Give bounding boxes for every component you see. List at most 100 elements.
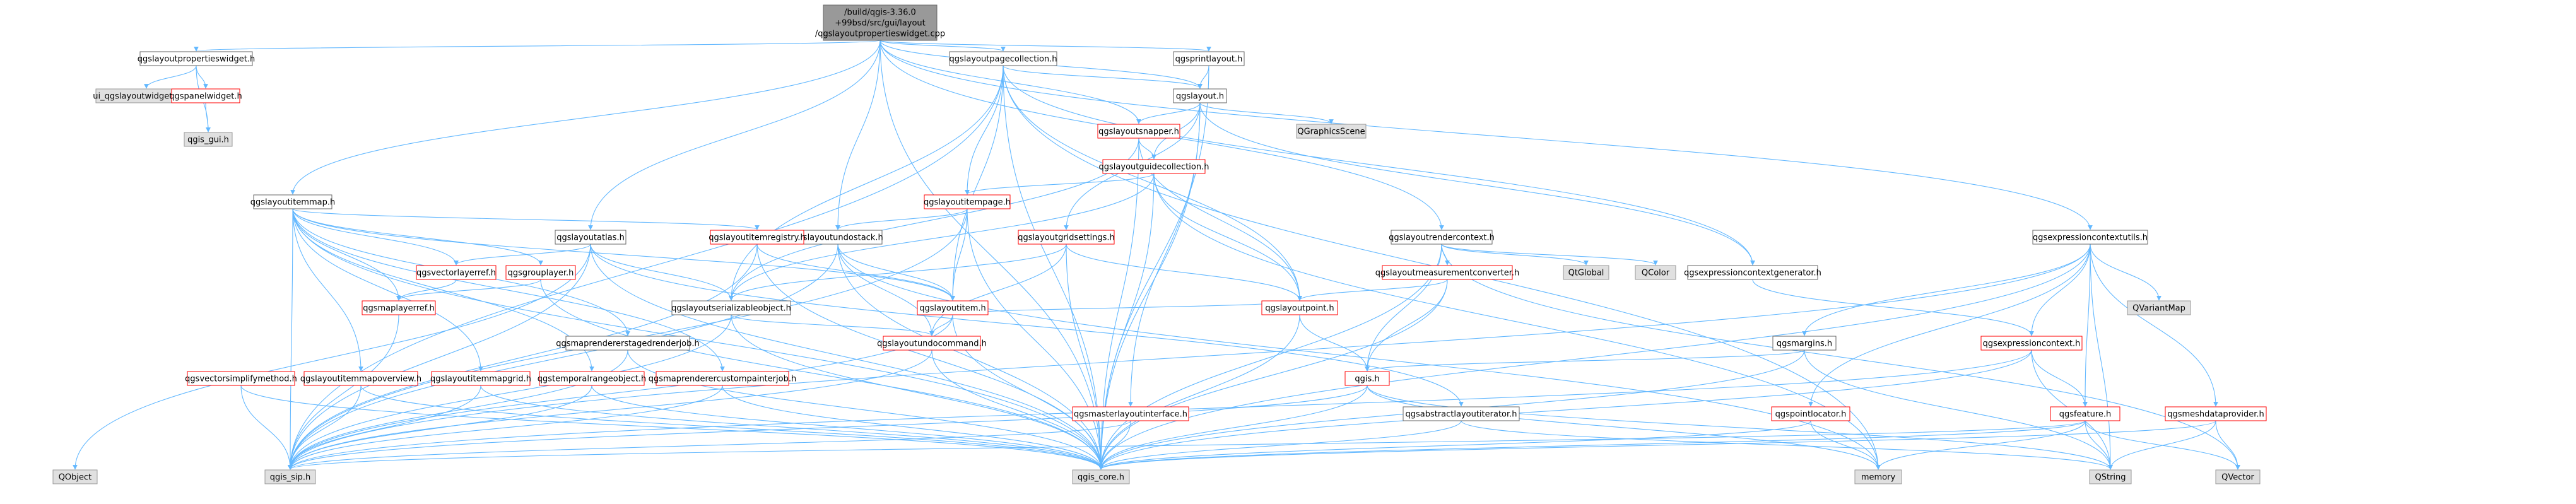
graph-node-layoutitem[interactable]: qgslayoutitem.h bbox=[917, 300, 989, 315]
edge-atlas-to-qobject bbox=[73, 243, 591, 470]
graph-node-pagecoll[interactable]: qgslayoutpagecollection.h bbox=[949, 51, 1057, 66]
node-label: qgslayoutpagecollection.h bbox=[949, 55, 1057, 64]
graph-node-mapgrid[interactable]: qgslayoutitemmapgrid.h bbox=[430, 371, 531, 386]
edge-atlas-to-vectorlayerref bbox=[454, 243, 591, 266]
node-label: qgspointlocator.h bbox=[1775, 410, 1847, 419]
graph-node-snapper[interactable]: qgslayoutsnapper.h bbox=[1097, 124, 1180, 139]
graph-node-root[interactable]: /build/qgis-3.36.0+99bsd/src/gui/layout/… bbox=[815, 4, 945, 41]
graph-node-exprctx[interactable]: qgsexpressioncontext.h bbox=[1980, 336, 2083, 351]
edge-serializable-to-undocommand bbox=[731, 314, 934, 336]
graph-node-measureconv[interactable]: qgslayoutmeasurementconverter.h bbox=[1375, 265, 1520, 280]
edge-grouplayer-to-maplayerref bbox=[396, 279, 541, 301]
graph-node-atlas[interactable]: qgslayoutatlas.h bbox=[555, 230, 626, 245]
node-box bbox=[1771, 406, 1850, 421]
edge-mapoverview-to-qgis_core bbox=[360, 385, 1103, 470]
graph-node-serializable[interactable]: qgslayoutserializableobject.h bbox=[671, 300, 791, 315]
node-label: QVariantMap bbox=[2132, 304, 2185, 314]
node-label: qgsexpressioncontextutils.h bbox=[2033, 233, 2148, 243]
edge-exprutils-to-qgis_sip bbox=[288, 243, 2091, 470]
node-label: qgsmaprenderercustompainterjob.h bbox=[649, 375, 796, 384]
graph-node-meshprovider[interactable]: qgsmeshdataprovider.h bbox=[2165, 406, 2267, 421]
edge-root-to-pagecoll bbox=[879, 40, 1006, 52]
graph-node-grouplayer[interactable]: qgsgrouplayer.h bbox=[505, 265, 576, 280]
graph-node-maplayerref[interactable]: qgsmaplayerref.h bbox=[362, 300, 436, 315]
edge-gridsettings-to-undocommand bbox=[929, 243, 1067, 336]
edge-custompainter-to-qgis_sip bbox=[288, 385, 723, 470]
node-label: qgslayoutsnapper.h bbox=[1098, 127, 1179, 137]
edge-pagecoll-to-layoutitem bbox=[950, 65, 1004, 301]
graph-node-exprutils[interactable]: qgsexpressioncontextutils.h bbox=[2032, 230, 2148, 245]
graph-node-staged[interactable]: qgsmaprendererstagedrenderjob.h bbox=[556, 336, 700, 351]
graph-node-abstractiter[interactable]: qgsabstractlayoutiterator.h bbox=[1403, 406, 1520, 421]
graph-node-gridsettings[interactable]: qgslayoutgridsettings.h bbox=[1018, 230, 1115, 245]
graph-node-vectorsimplify[interactable]: qgsvectorsimplifymethod.h bbox=[185, 371, 297, 386]
nodes-layer: /build/qgis-3.36.0+99bsd/src/gui/layout/… bbox=[52, 4, 2267, 484]
edge-undostack-to-qgis_sip bbox=[288, 243, 838, 470]
edge-atlas-to-serializable bbox=[590, 243, 734, 301]
edge-qgish-to-memory bbox=[1367, 385, 1881, 470]
edge-custompainter-to-qgis_core bbox=[722, 385, 1103, 470]
graph-node-feature[interactable]: qgsfeature.h bbox=[2050, 406, 2120, 421]
graph-node-rendercontext[interactable]: qgslayoutrendercontext.h bbox=[1389, 230, 1495, 245]
graph-node-itemmap[interactable]: qgslayoutitemmap.h bbox=[250, 194, 335, 209]
edge-root-to-qgis_core bbox=[879, 40, 1103, 470]
edge-root-to-itemmap bbox=[290, 40, 881, 195]
node-label: qgsprintlayout.h bbox=[1175, 55, 1243, 64]
node-box bbox=[1980, 336, 2083, 351]
edge-maplayerref-to-qgis_sip bbox=[288, 314, 399, 470]
graph-node-undocommand[interactable]: qgslayoutundocommand.h bbox=[877, 336, 987, 351]
graph-node-panelwidget[interactable]: qgspanelwidget.h bbox=[169, 88, 242, 103]
graph-node-printlayout[interactable]: qgsprintlayout.h bbox=[1173, 51, 1245, 66]
node-label: qgis.h bbox=[1355, 375, 1379, 384]
graph-node-vectorlayerref[interactable]: qgsvectorlayerref.h bbox=[416, 265, 497, 280]
edge-qgish-to-qstring bbox=[1367, 385, 2113, 470]
edge-exprutils-to-qvariantmap bbox=[2090, 243, 2161, 301]
edge-root-to-propwidget bbox=[194, 40, 881, 52]
graph-node-qvariantmap: QVariantMap bbox=[2127, 300, 2191, 315]
node-box bbox=[1018, 230, 1115, 245]
graph-node-masterlayout[interactable]: qgsmasterlayoutinterface.h bbox=[1072, 406, 1189, 421]
graph-node-gfxscene: QGraphicsScene bbox=[1296, 124, 1367, 139]
graph-node-exprctxgen[interactable]: qgsexpressioncontextgenerator.h bbox=[1684, 265, 1821, 280]
graph-node-custompainter[interactable]: qgsmaprenderercustompainterjob.h bbox=[649, 371, 796, 386]
node-label: qgslayoutgridsettings.h bbox=[1018, 233, 1115, 243]
node-label: qgsmaplayerref.h bbox=[363, 304, 435, 314]
node-label: QVector bbox=[2221, 473, 2254, 483]
graph-node-temporalrange[interactable]: qgstemporalrangeobject.h bbox=[538, 371, 646, 386]
node-box bbox=[710, 230, 804, 245]
graph-node-guidecoll[interactable]: qgslayoutguidecollection.h bbox=[1099, 159, 1209, 174]
edge-pagecoll-to-qgis_sip bbox=[288, 65, 1004, 470]
node-box bbox=[139, 51, 253, 66]
graph-node-itemregistry[interactable]: qgslayoutitemregistry.h bbox=[709, 230, 806, 245]
edge-exprutils-to-feature bbox=[2083, 243, 2091, 407]
graph-node-propwidget[interactable]: qgslayoutpropertieswidget.h bbox=[138, 51, 255, 66]
edge-rendercontext-to-qgis_core bbox=[1098, 243, 1442, 470]
node-label: qgslayoutitem.h bbox=[919, 304, 986, 314]
graph-node-undostack[interactable]: qgslayoutundostack.h bbox=[792, 230, 883, 245]
node-label: qgsmaprendererstagedrenderjob.h bbox=[556, 339, 700, 349]
edge-feature-to-qstring bbox=[2085, 420, 2113, 470]
graph-node-margins[interactable]: qgsmargins.h bbox=[1772, 336, 1837, 351]
node-label: qgslayoutitempage.h bbox=[924, 198, 1011, 208]
graph-node-mapoverview[interactable]: qgslayoutitemmapoverview.h bbox=[300, 371, 421, 386]
edge-rendercontext-to-qcolor bbox=[1441, 243, 1658, 266]
graph-node-pointlocator[interactable]: qgspointlocator.h bbox=[1771, 406, 1850, 421]
node-label: /build/qgis-3.36.0 bbox=[844, 8, 916, 18]
edge-pagecoll-to-layout bbox=[1003, 65, 1203, 89]
edge-itemmap-to-mapgrid bbox=[292, 208, 483, 372]
edge-printlayout-to-layout bbox=[1197, 65, 1209, 89]
node-box bbox=[1173, 51, 1245, 66]
edge-exprutils-to-exprctx bbox=[2029, 243, 2091, 336]
edge-itemregistry-to-qgis_sip bbox=[288, 243, 758, 470]
graph-node-layoutpoint[interactable]: qgslayoutpoint.h bbox=[1261, 300, 1338, 315]
node-box bbox=[1344, 371, 1390, 386]
graph-node-itempage[interactable]: qgslayoutitempage.h bbox=[924, 194, 1011, 209]
edge-root-to-exprutils bbox=[879, 40, 2093, 230]
edge-layout-to-exprctxgen bbox=[1199, 102, 1755, 266]
graph-node-layout[interactable]: qgslayout.h bbox=[1173, 88, 1227, 103]
edge-root-to-printlayout bbox=[879, 40, 1211, 52]
edge-panelwidget-to-qgis_gui bbox=[205, 102, 211, 132]
graph-node-qgis_gui: qgis_gui.h bbox=[184, 132, 233, 147]
graph-node-qgish[interactable]: qgis.h bbox=[1344, 371, 1390, 386]
node-box bbox=[924, 194, 1011, 209]
